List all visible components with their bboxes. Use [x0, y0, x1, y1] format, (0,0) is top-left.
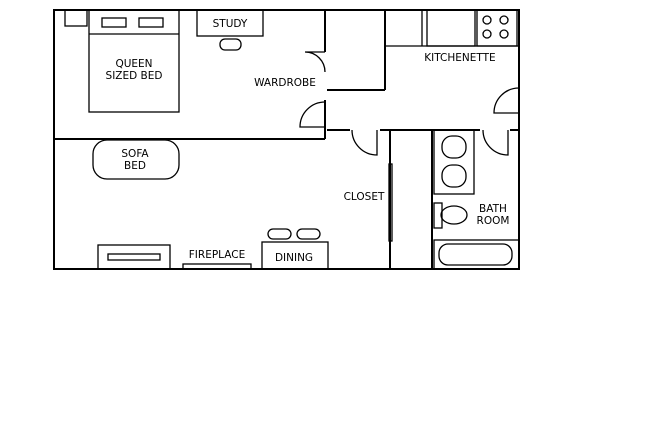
queen-bed	[88, 9, 180, 113]
interior-walls	[54, 10, 519, 269]
queen-bed-label-line2: SIZED BED	[106, 70, 163, 82]
sofa-bed	[92, 139, 180, 180]
dining-table	[261, 241, 329, 270]
sofa-label-line2: BED	[124, 160, 146, 172]
living-area: SOFA BED FIREPLACE DINING	[92, 139, 329, 270]
queen-bed-label-line1: QUEEN	[115, 58, 152, 70]
fireplace-label: FIREPLACE	[189, 249, 245, 261]
fireplace	[97, 244, 171, 270]
kitchenette: KITCHENETTE	[385, 9, 520, 114]
closet-label: CLOSET	[344, 191, 385, 203]
closet-sliding-door	[388, 163, 393, 242]
bedroom: QUEEN SIZED BED STUDY WARDROBE	[64, 9, 326, 128]
dining-chair-left	[267, 228, 292, 240]
bath-label-line1: BATH	[479, 203, 507, 215]
bathtub	[433, 239, 520, 270]
study-label: STUDY	[213, 18, 248, 30]
study-desk	[196, 9, 264, 37]
stove	[426, 9, 476, 47]
vanity	[433, 129, 475, 195]
dining-chair-right	[296, 228, 321, 240]
wardrobe-door	[304, 51, 326, 73]
cooktop	[476, 9, 518, 47]
fireplace-hearth	[182, 263, 252, 270]
dining-label: DINING	[275, 252, 313, 264]
bathroom-door	[482, 129, 509, 156]
sofa-label-line1: SOFA	[121, 148, 149, 160]
bedroom-door	[299, 101, 326, 128]
bath-label-line2: ROOM	[477, 215, 510, 227]
closet: CLOSET	[344, 129, 393, 242]
toilet-bowl	[440, 205, 468, 225]
pillow-left	[101, 17, 127, 28]
pillow-right	[138, 17, 164, 28]
kitchen-door	[493, 87, 520, 114]
study-chair	[219, 38, 242, 51]
closet-door	[351, 129, 378, 156]
nightstand	[64, 9, 88, 27]
bathroom: BATH ROOM	[433, 129, 520, 270]
toilet-tank	[433, 202, 443, 229]
kitchenette-label: KITCHENETTE	[424, 52, 495, 64]
wardrobe-label: WARDROBE	[254, 77, 316, 89]
